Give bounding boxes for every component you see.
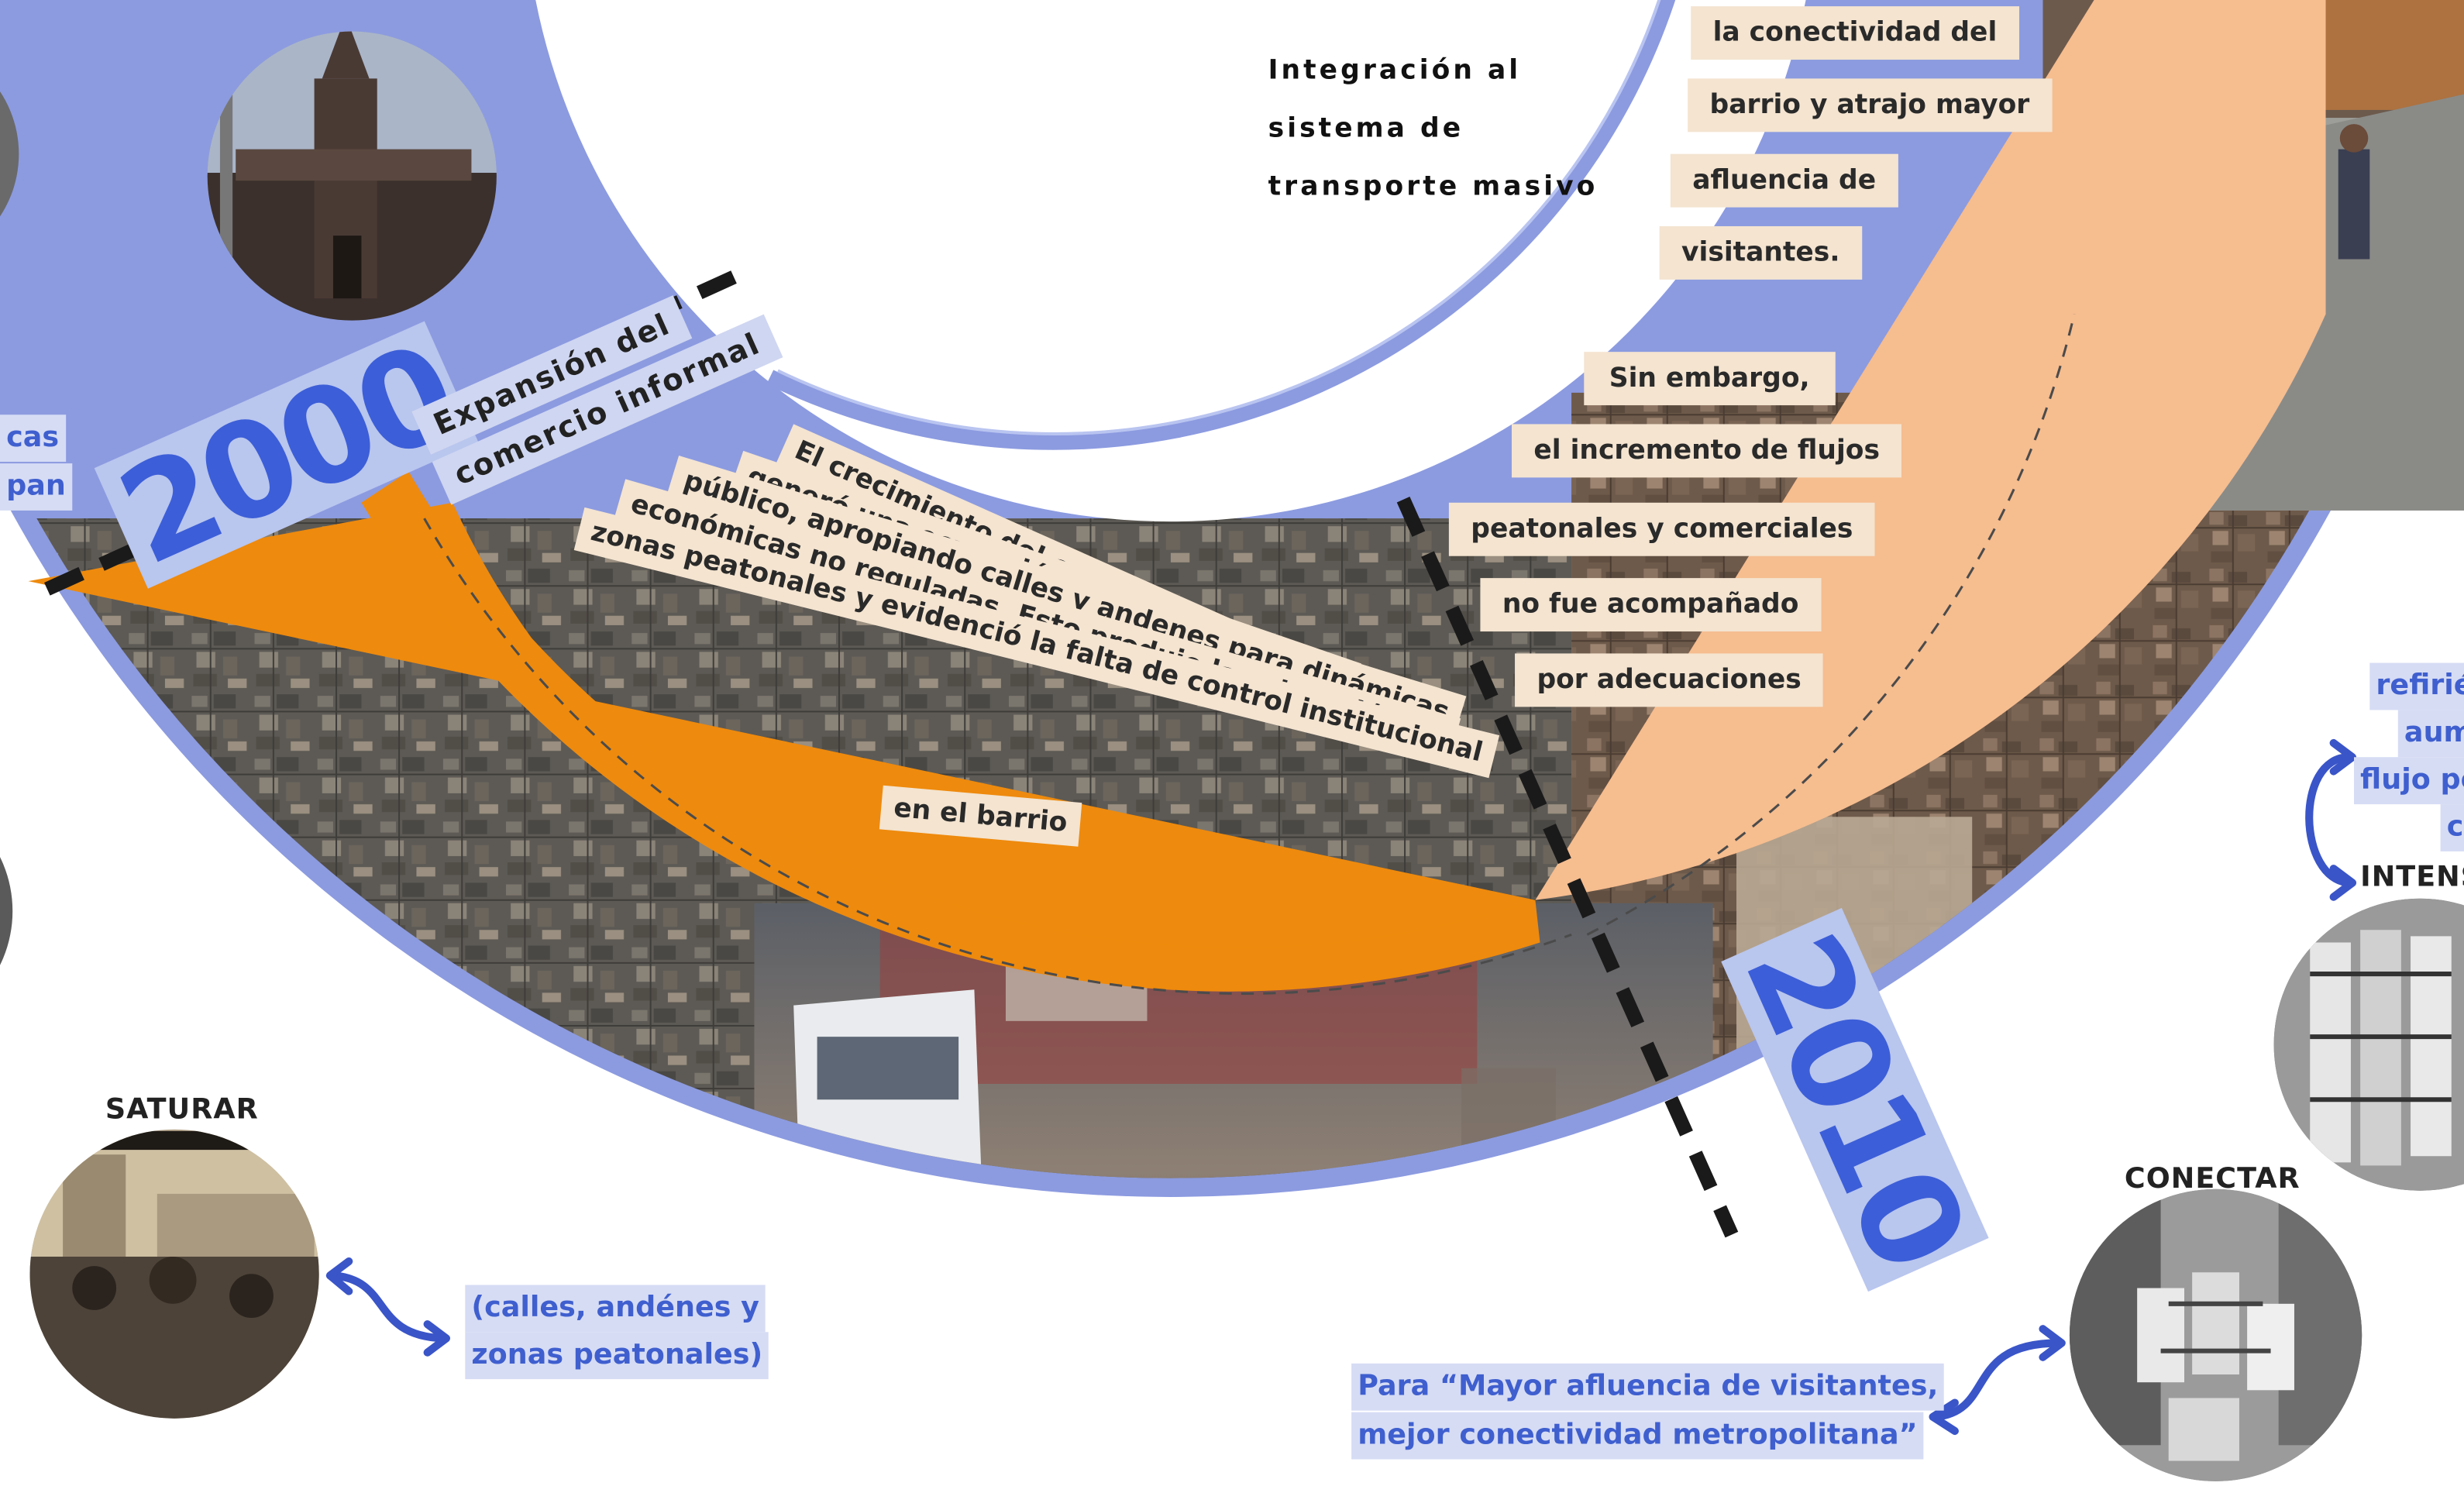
bus-street-photo <box>2069 1188 2362 1481</box>
old-square-photo <box>29 1129 319 1419</box>
sector-2010-text-line: la conectividad del <box>1691 6 2019 60</box>
title-line: transporte masivo <box>1268 170 1599 203</box>
title-line: sistema de <box>1268 112 1464 145</box>
edge-fragment: flujo pe <box>2354 757 2464 805</box>
conectar-caption: CONECTAR <box>2124 1162 2301 1195</box>
sector-2010-text-line: el incremento de flujos <box>1511 424 1902 478</box>
intensificar-caption: INTENS <box>2360 861 2464 894</box>
saturar-note-line: (calles, andénes y <box>465 1285 766 1333</box>
sector-2010-text-line: afluencia de <box>1670 153 1898 208</box>
sector-2010-text-line: por adecuaciones <box>1515 653 1824 707</box>
edge-fragment: c <box>2440 804 2464 851</box>
sector-2010-text-line: Sin embargo, <box>1584 352 1836 406</box>
bus-depot-photo <box>2273 898 2464 1191</box>
double-arrow-icon <box>325 738 2357 1436</box>
edge-fragment: cas <box>0 414 66 463</box>
sector-2010-text-line: visitantes. <box>1659 225 1862 280</box>
sector-2010-text-line: peatonales y comerciales <box>1448 502 1875 556</box>
edge-fragment: pan <box>0 463 73 511</box>
sector-2000 <box>28 502 1536 976</box>
edge-fragment: aum <box>2397 710 2464 758</box>
title-line: Integración al <box>1268 54 1522 87</box>
sector-2010-text-line: no fue acompañado <box>1480 578 1821 632</box>
conectar-note-line: mejor conectividad metropolitana” <box>1351 1412 1924 1460</box>
edge-fragment: refirié <box>2369 662 2464 710</box>
saturar-caption: SATURAR <box>105 1093 259 1127</box>
church-photo <box>207 31 497 321</box>
saturar-note-line: zonas peatonales) <box>465 1332 769 1380</box>
sector-2010-text-line: barrio y atrajo mayor <box>1688 78 2052 132</box>
diagram-title: Integración al sistema de transporte mas… <box>1268 43 1599 217</box>
conectar-note-line: Para “Mayor afluencia de visitantes, <box>1351 1363 1945 1411</box>
